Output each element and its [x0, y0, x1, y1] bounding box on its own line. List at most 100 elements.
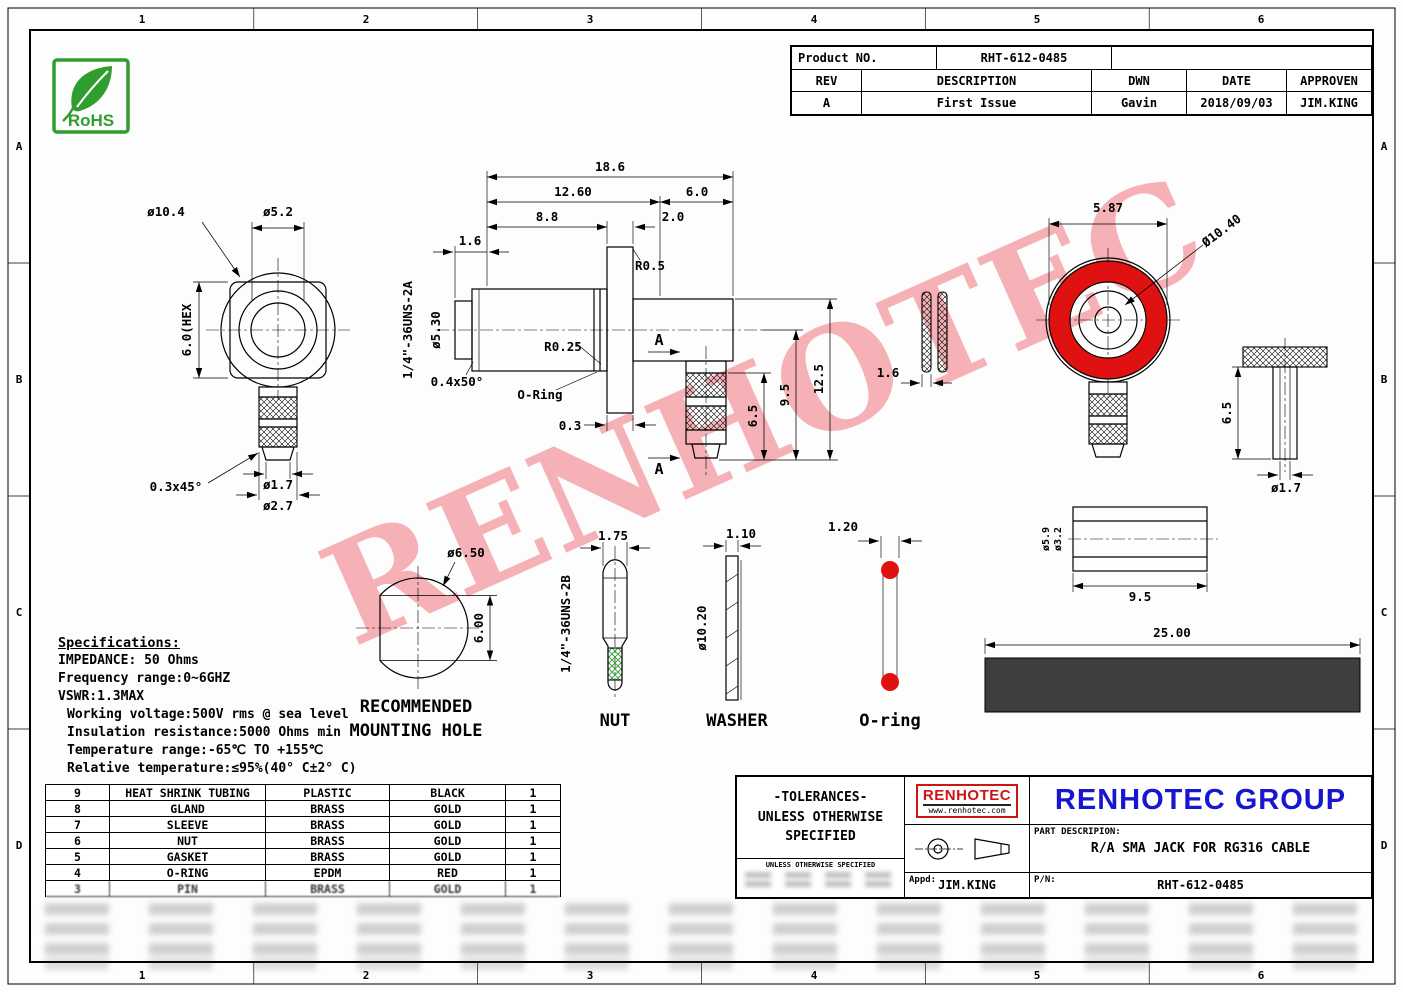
dim-tube-length: 9.5 [1129, 589, 1152, 604]
dim-side-htube: 6.5 [745, 405, 760, 428]
bom-cell: BRASS [266, 849, 390, 865]
rev-value: A [792, 92, 862, 114]
view-rear: ø5.2 ø10.4 6.0(HEX 0.3x45° ø1.7 ø2.7 [147, 204, 350, 513]
view-side: 18.6 12.60 6.0 8.8 2.0 1.6 1/4"-36UNS-2A… [400, 159, 838, 478]
bom-cell: 7 [46, 817, 110, 833]
rev-header: REV [792, 70, 862, 92]
dim-tube-outer: ø5.9 [1041, 527, 1052, 551]
date-header: DATE [1187, 70, 1287, 92]
dim-side-rfillet: R0.25 [544, 339, 582, 354]
dim-rear-outer: ø10.4 [147, 204, 185, 219]
logo-cell: RENHOTEC www.renhotec.com [905, 777, 1029, 825]
renhotec-logo-site: www.renhotec.com [928, 805, 1006, 815]
description-header: DESCRIPTION [862, 70, 1092, 92]
caption-nut: NUT [600, 711, 631, 731]
bom-cell: 4 [46, 865, 110, 881]
bom-row: 4 O-RING EPDM RED 1 [46, 865, 560, 881]
bom-cell: HEAT SHRINK TUBING [110, 785, 266, 801]
zone-label: 6 [1258, 969, 1265, 982]
dim-side-flange: 2.0 [662, 209, 685, 224]
bom-cell: PLASTIC [266, 785, 390, 801]
bom-cell: BLACK [390, 785, 506, 801]
bom-row: 7 SLEEVE BRASS GOLD 1 [46, 817, 560, 833]
zone-label: B [1381, 373, 1388, 386]
company-name: RENHOTEC GROUP [1030, 777, 1371, 825]
appd-value: JIM.KING [938, 878, 996, 892]
zone-label: 5 [1034, 969, 1041, 982]
dim-side-chamfer: 0.4x50° [431, 374, 484, 389]
bom-cell: PIN [110, 881, 266, 897]
zone-label: C [16, 606, 23, 619]
dim-hole-flat: 6.00 [471, 613, 486, 643]
renhotec-logo-text: RENHOTEC [922, 786, 1012, 806]
tolerances-line2: UNLESS OTHERWISE [757, 809, 884, 825]
zone-label: 5 [1034, 13, 1041, 26]
dim-rear-chamfer: 0.3x45° [150, 479, 203, 494]
bom-table: 9 HEAT SHRINK TUBING PLASTIC BLACK 1 8 G… [45, 784, 561, 897]
ghost-row [45, 923, 1365, 935]
rohs-logo: RoHS [52, 58, 130, 134]
tolerances-small-note: UNLESS OTHERWISE SPECIFIED [765, 861, 876, 869]
bom-row: 6 NUT BRASS GOLD 1 [46, 833, 560, 849]
ghost-row [745, 881, 896, 887]
renhotec-logo: RENHOTEC www.renhotec.com [915, 783, 1019, 818]
bom-cell: 1 [506, 849, 560, 865]
dim-nut-thick: 1.75 [598, 528, 628, 543]
rohs-label: RoHS [67, 111, 115, 130]
appd-label: Appd: [909, 875, 937, 885]
dim-front-outer: Ø10.40 [1198, 211, 1244, 251]
dim-tpart-tip: ø1.7 [1271, 480, 1301, 495]
part-number-label: P/N: [1034, 875, 1056, 885]
zone-label: D [16, 839, 23, 852]
approven-value: JIM.KING [1300, 96, 1358, 110]
zone-label: 3 [587, 969, 594, 982]
projection-cell [905, 825, 1029, 873]
oring-section-top [881, 561, 899, 579]
spec-line: Temperature range:-65℃ TO +155℃ [67, 743, 324, 758]
caption-mounting-2: MOUNTING HOLE [349, 721, 482, 741]
dim-rear-bore: ø5.2 [263, 204, 293, 219]
section-label-a-top: A [654, 331, 663, 349]
ghost-row [745, 872, 896, 878]
ghost-row [45, 943, 1365, 955]
part-description-value: R/A SMA JACK FOR RG316 CABLE [1090, 841, 1311, 856]
tolerances-column: -TOLERANCES- UNLESS OTHERWISE SPECIFIED … [737, 777, 905, 897]
spec-line: IMPEDANCE: 50 Ohms [58, 653, 199, 668]
dwn-header: DWN [1092, 70, 1187, 92]
dim-side-right: 6.0 [686, 184, 709, 199]
view-oring: 1.20 O-ring [828, 519, 922, 731]
oring-section-bottom [881, 673, 899, 691]
ghost-row [45, 958, 1365, 970]
zone-label: 4 [811, 13, 818, 26]
spec-line: Working voltage:500V rms @ sea level [67, 707, 349, 722]
zone-label: 1 [139, 13, 146, 26]
dim-side-gap: 0.3 [559, 418, 582, 433]
bom-cell: 1 [506, 833, 560, 849]
dim-side-cap: 1.6 [459, 233, 482, 248]
spec-line: Relative temperature:≤95%(40° C±2° C) [67, 761, 357, 776]
ghost-row [45, 903, 1365, 915]
projection-symbol-icon [915, 837, 1010, 860]
zone-label: A [1381, 140, 1388, 153]
tolerances-note-cell: UNLESS OTHERWISE SPECIFIED [737, 859, 904, 897]
zone-label: 1 [139, 969, 146, 982]
bom-row: 9 HEAT SHRINK TUBING PLASTIC BLACK 1 [46, 785, 560, 801]
bom-cell: 1 [506, 865, 560, 881]
caption-washer: WASHER [706, 711, 768, 731]
bom-cell: BRASS [266, 801, 390, 817]
view-front: 5.87 Ø10.40 [1036, 200, 1244, 458]
bom-cell: GOLD [390, 801, 506, 817]
view-nut: 1.75 1/4"-36UNS-2B NUT [558, 528, 650, 731]
dim-rear-tip: ø1.7 [263, 477, 293, 492]
approven-header: APPROVEN [1287, 70, 1371, 92]
dim-tube-bore: ø3.2 [1053, 527, 1064, 551]
date-value: 2018/09/03 [1187, 92, 1287, 114]
view-sleeve: ø5.9 ø3.2 9.5 [1041, 506, 1218, 604]
label-oring: O-Ring [517, 387, 562, 402]
bom-cell: 1 [506, 881, 560, 897]
bom-cell: EPDM [266, 865, 390, 881]
part-description-cell: PART DESCRIPION: R/A SMA JACK FOR RG316 … [1030, 825, 1371, 873]
bom-cell: NUT [110, 833, 266, 849]
